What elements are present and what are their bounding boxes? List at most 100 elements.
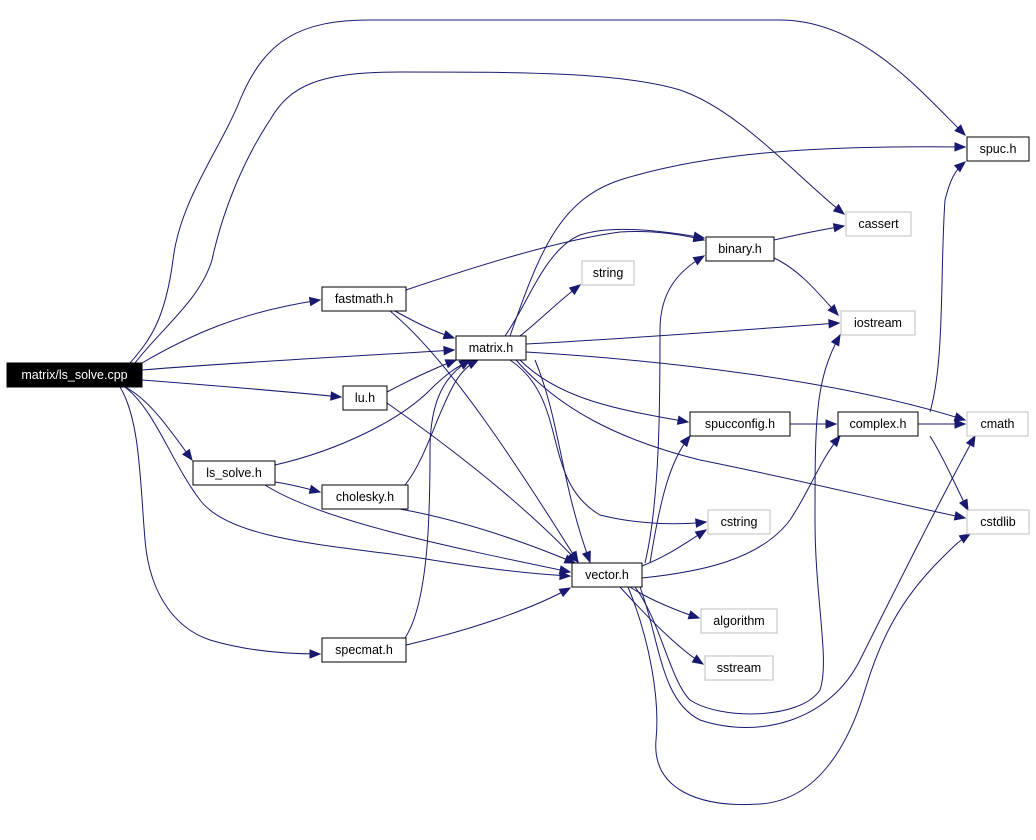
edge-complex-to-cstdlib-arrowhead — [958, 498, 969, 512]
node-complex-h[interactable]: complex.h — [837, 411, 919, 437]
edge-ls-solve-cpp-to-matrix-arrowhead — [443, 345, 456, 356]
edge-matrix-to-binary-arrowhead — [692, 231, 706, 241]
node-ls-solve-h[interactable]: ls_solve.h — [192, 460, 276, 486]
svg-text:algorithm: algorithm — [713, 614, 764, 628]
edge-ls-solve-cpp-to-ls-solve-h — [124, 386, 193, 461]
edge-ls-solve-cpp-to-cassert — [134, 71, 845, 364]
edge-lu-to-vector-arrowhead — [567, 551, 579, 563]
edge-binary-to-iostream-arrowhead — [827, 304, 839, 317]
node-fastmath-h[interactable]: fastmath.h — [321, 286, 407, 312]
node-cmath[interactable]: cmath — [966, 411, 1029, 437]
edge-specmat-to-vector-arrowhead — [558, 587, 572, 598]
svg-text:matrix/ls_solve.cpp: matrix/ls_solve.cpp — [21, 368, 127, 382]
edge-matrix-to-cstdlib-arrowhead — [953, 511, 967, 521]
node-binary-h[interactable]: binary.h — [705, 236, 775, 262]
edge-complex-to-spuc-arrowhead — [953, 161, 967, 173]
edge-cholesky-to-vector-arrowhead — [563, 554, 577, 564]
edge-vector-to-binary — [644, 255, 705, 564]
node-vector-h[interactable]: vector.h — [571, 562, 643, 588]
edge-vector-to-complex — [641, 435, 841, 579]
node-cassert[interactable]: cassert — [845, 211, 912, 237]
edge-spucconfig-to-complex-arrowhead — [825, 419, 838, 429]
svg-text:lu.h: lu.h — [355, 391, 375, 405]
edge-ls-solve-cpp-to-spuc-arrowhead — [954, 124, 966, 136]
node-matrix-h[interactable]: matrix.h — [455, 335, 527, 361]
edge-binary-to-iostream — [773, 257, 839, 316]
svg-text:specmat.h: specmat.h — [335, 643, 393, 657]
svg-text:cstring: cstring — [721, 515, 758, 529]
svg-text:fastmath.h: fastmath.h — [335, 292, 393, 306]
node-algorithm[interactable]: algorithm — [700, 608, 778, 634]
svg-text:complex.h: complex.h — [850, 417, 907, 431]
edge-ls-solve-h-to-cholesky-arrowhead — [308, 484, 322, 494]
svg-text:sstream: sstream — [717, 661, 761, 675]
edge-vector-to-iostream — [634, 334, 841, 715]
node-cstring[interactable]: cstring — [707, 509, 771, 535]
svg-text:spucconfig.h: spucconfig.h — [705, 417, 775, 431]
edge-vector-to-cstdlib — [627, 533, 971, 806]
edge-matrix-to-cmath-arrowhead — [953, 412, 967, 422]
node-iostream[interactable]: iostream — [840, 310, 916, 336]
edge-matrix-to-string-arrowhead — [568, 284, 582, 296]
edge-vector-to-algorithm-arrowhead — [687, 610, 701, 620]
edge-cholesky-to-matrix-arrowhead — [466, 359, 480, 370]
edge-ls-solve-cpp-to-specmat-arrowhead — [309, 649, 322, 659]
edge-matrix-to-spuc-arrowhead — [954, 142, 967, 152]
edge-matrix-to-cmath — [525, 351, 966, 421]
edge-vector-to-sstream-arrowhead — [691, 654, 705, 665]
svg-text:cassert: cassert — [858, 217, 899, 231]
edge-vector-to-spucconfig-arrowhead — [679, 434, 691, 448]
edge-lu-to-matrix-arrowhead — [444, 359, 458, 369]
node-spuc-h[interactable]: spuc.h — [966, 136, 1030, 162]
edge-ls-solve-h-to-vector — [264, 484, 571, 573]
node-sstream[interactable]: sstream — [704, 655, 774, 681]
edge-ls-solve-cpp-to-fastmath — [141, 299, 321, 364]
node-cholesky-h[interactable]: cholesky.h — [321, 484, 409, 510]
edge-ls-solve-cpp-to-matrix — [141, 349, 455, 371]
edge-lu-to-vector — [386, 402, 579, 563]
edge-specmat-to-vector — [405, 587, 571, 646]
edge-layer — [119, 19, 976, 806]
edge-matrix-to-spuc — [509, 146, 966, 337]
svg-text:matrix.h: matrix.h — [469, 341, 514, 355]
edge-vector-to-cmath — [639, 435, 976, 728]
edge-complex-to-cstdlib — [929, 435, 969, 511]
svg-text:binary.h: binary.h — [718, 242, 762, 256]
edge-vector-to-algorithm — [629, 586, 700, 619]
edge-matrix-to-cstdlib — [515, 359, 966, 519]
svg-text:iostream: iostream — [854, 316, 902, 330]
edge-vector-to-complex-arrowhead — [829, 434, 841, 448]
edge-specmat-to-matrix-arrowhead — [458, 359, 472, 370]
edge-ls-solve-cpp-to-lu-arrowhead — [330, 391, 343, 401]
edge-matrix-to-string — [519, 284, 581, 337]
edge-ls-solve-cpp-to-lu — [141, 379, 342, 398]
svg-text:cstdlib: cstdlib — [980, 515, 1015, 529]
edge-matrix-to-vector — [534, 359, 591, 563]
svg-text:vector.h: vector.h — [585, 568, 629, 582]
edge-complex-to-cmath-arrowhead — [954, 419, 967, 429]
node-lu-h[interactable]: lu.h — [342, 385, 388, 411]
edge-vector-to-cmath-arrowhead — [965, 434, 976, 448]
node-string[interactable]: string — [581, 260, 635, 286]
edge-fastmath-to-vector — [389, 310, 579, 563]
svg-text:spuc.h: spuc.h — [980, 142, 1017, 156]
edge-complex-to-spuc — [929, 161, 966, 413]
node-ls-solve-cpp[interactable]: matrix/ls_solve.cpp — [6, 362, 143, 388]
node-specmat-h[interactable]: specmat.h — [321, 637, 407, 663]
edge-vector-to-iostream-arrowhead — [830, 333, 841, 347]
svg-text:cholesky.h: cholesky.h — [336, 490, 394, 504]
edge-matrix-to-cstring — [509, 359, 707, 525]
edge-matrix-to-cstring-arrowhead — [695, 518, 708, 528]
edge-ls-solve-h-to-matrix — [274, 359, 471, 466]
edge-vector-to-cstdlib-arrowhead — [958, 533, 972, 544]
node-spucconfig-h[interactable]: spucconfig.h — [689, 411, 791, 437]
edge-cholesky-to-matrix — [404, 359, 479, 486]
edge-ls-solve-cpp-to-ls-solve-h-arrowhead — [181, 448, 193, 462]
node-cstdlib[interactable]: cstdlib — [966, 509, 1030, 535]
edge-vector-to-cstring — [641, 529, 707, 567]
edge-ls-solve-cpp-to-fastmath-arrowhead — [308, 296, 322, 307]
edge-vector-to-binary-arrowhead — [692, 255, 706, 266]
edge-ls-solve-h-to-vector-arrowhead — [558, 565, 572, 575]
svg-text:cmath: cmath — [980, 417, 1014, 431]
edge-ls-solve-cpp-to-vector — [124, 386, 571, 577]
